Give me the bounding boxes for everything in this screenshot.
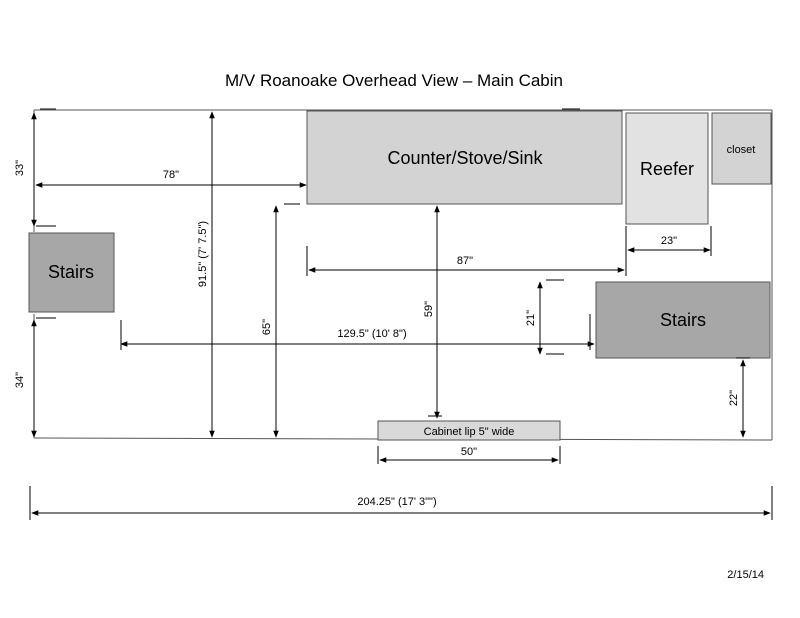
dim-label-204: 204.25" (17' 3""): [357, 496, 436, 508]
closet-label: closet: [727, 144, 756, 156]
dim-label-33: 33": [14, 160, 26, 176]
dim-label-78: 78": [163, 169, 179, 181]
wall-ticks: [36, 108, 580, 319]
dim-label-23: 23": [661, 235, 677, 247]
dim-label-50: 50": [461, 446, 477, 458]
stairs-left-label: Stairs: [48, 262, 94, 282]
reefer-label: Reefer: [640, 159, 694, 179]
counter-label: Counter/Stove/Sink: [387, 148, 543, 168]
cabinet-lip-label: Cabinet lip 5" wide: [424, 426, 515, 438]
closet: [711, 112, 772, 185]
date-stamp: 2/15/14: [727, 569, 764, 581]
dim-label-59: 59": [423, 301, 435, 317]
dimension-lines: [29, 111, 773, 520]
dim-label-129: 129.5" (10' 8"): [337, 328, 406, 340]
counter-stove-sink: [306, 110, 623, 205]
page-title: M/V Roanoake Overhead View – Main Cabin: [225, 71, 563, 90]
dim-label-22: 22": [728, 390, 740, 406]
stairs-right-label: Stairs: [660, 310, 706, 330]
cabinet-lip: [377, 420, 561, 441]
reefer: [625, 112, 709, 225]
dim-label-21: 21": [525, 310, 537, 326]
stairs-left: [28, 232, 115, 313]
dim-label-91: 91.5" (7' 7.5"): [197, 221, 209, 287]
stairs-right: [595, 281, 771, 359]
dim-label-87: 87": [457, 255, 473, 267]
dim-label-34: 34": [14, 372, 26, 388]
dim-label-65: 65": [261, 319, 273, 335]
